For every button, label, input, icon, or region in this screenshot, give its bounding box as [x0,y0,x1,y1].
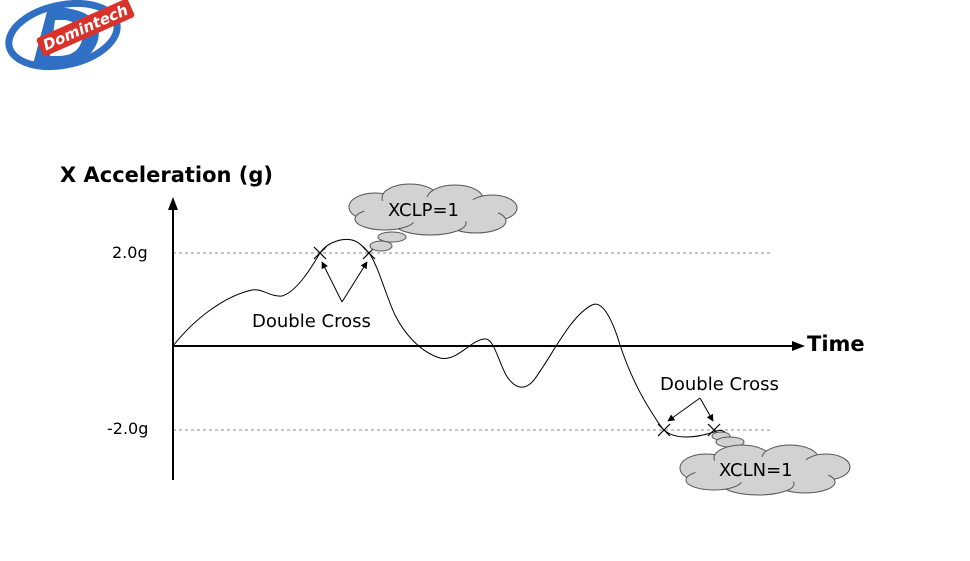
y-axis-label: X Acceleration (g) [60,163,273,187]
x-axis-label: Time [807,332,865,356]
acceleration-curve [172,239,726,438]
upper-cross-marker-1 [313,246,327,260]
upper-cloud-label: XCLP=1 [388,200,459,221]
upper-thought-cloud: XCLP=1 [348,183,518,252]
lower-threshold-label: -2.0g [107,419,148,438]
y-axis-arrowhead [168,197,178,210]
lower-double-cross-arrows [667,397,714,422]
lower-thought-cloud: XCLN=1 [679,431,851,496]
upper-double-cross-arrows [321,261,368,303]
upper-threshold-label: 2.0g [112,243,148,262]
domintech-logo: Domintech [5,0,135,70]
lower-double-cross-label: Double Cross [660,374,779,395]
lower-cloud-label: XCLN=1 [719,460,793,481]
x-axis-arrowhead [792,341,805,351]
upper-double-cross-label: Double Cross [252,311,371,332]
lower-cross-marker-1 [657,423,671,437]
